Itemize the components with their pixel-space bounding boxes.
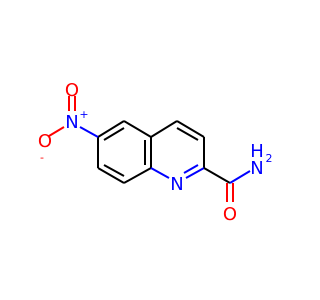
bond-c8-c8a (123, 167, 152, 184)
bond-c5-c6-inner (103, 127, 125, 141)
bond-c2-n1-inner (183, 164, 199, 174)
bond-c5-c6 (97, 120, 125, 138)
atom-label-amide-o: O (223, 204, 237, 225)
bond-n1-c8a (150, 167, 170, 179)
bond-c4a-c4 (150, 120, 178, 138)
atom-label-amide-n: N (250, 158, 263, 179)
charge-label-nitro-n-plus: + (79, 108, 88, 121)
bond-c2-amide-c (203, 167, 231, 184)
bond-amide-c-n (229, 170, 251, 184)
bond-c4-c3-inner (176, 127, 199, 141)
bond-c7-c8-inner (103, 164, 125, 177)
atom-label-amide-h-count: 2 (266, 152, 273, 165)
atom-label-nitro-o-double: O (65, 80, 79, 101)
bond-c6-nitro-n (79, 126, 99, 138)
bond-c7-c8 (97, 167, 125, 184)
atom-label-amide-h: H (250, 141, 264, 162)
bond-c4-c3 (176, 120, 205, 138)
bond-c4a-c5 (123, 120, 152, 138)
chemical-structure: O - N + O N N H 2 O (38, 80, 273, 225)
bond-c2-n1 (185, 167, 205, 179)
atom-label-nitro-n-plus: N (65, 112, 78, 133)
bond-nitro-n-o-minus (48, 126, 65, 137)
atom-label-nitro-o-minus: O (38, 131, 52, 152)
atom-label-ring-n: N (170, 174, 183, 195)
charge-label-nitro-o-minus: - (40, 151, 44, 164)
